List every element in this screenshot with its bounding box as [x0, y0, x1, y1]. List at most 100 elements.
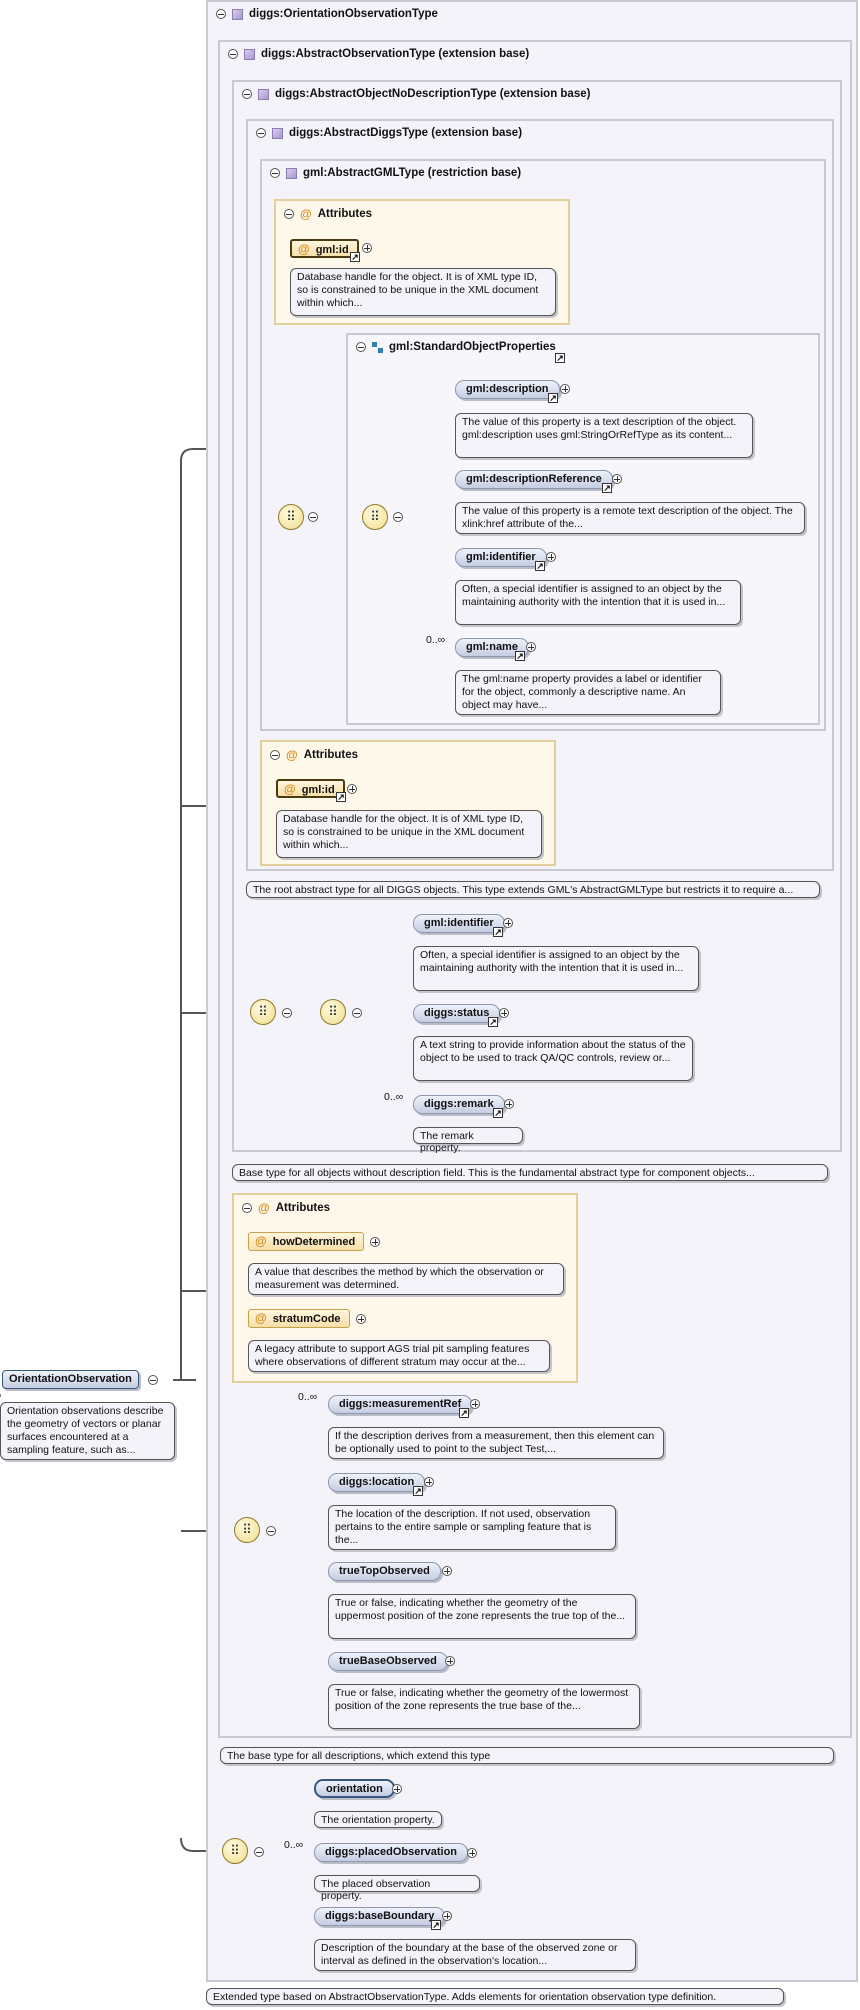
element-diggs-location[interactable]: diggs:location	[328, 1473, 426, 1492]
complex-type-icon	[272, 127, 283, 139]
element-diggs-base-boundary[interactable]: diggs:baseBoundary	[314, 1907, 446, 1926]
plus-icon[interactable]	[442, 1911, 452, 1921]
element-diggs-placed-observation[interactable]: diggs:placedObservation	[314, 1843, 469, 1862]
collapse-icon[interactable]	[352, 1008, 362, 1018]
collapse-icon[interactable]	[270, 168, 280, 178]
element-diggs-measurement-ref[interactable]: diggs:measurementRef	[328, 1395, 473, 1414]
element-gml-description[interactable]: gml:description	[455, 380, 560, 399]
complex-type-icon	[258, 88, 269, 100]
link-arrow-icon[interactable]: ↗	[493, 1108, 503, 1118]
cardinality-label: 0..∞	[298, 1391, 318, 1403]
link-arrow-icon[interactable]: ↗	[535, 561, 545, 571]
at-icon: @	[255, 1234, 267, 1248]
complex-type-icon	[232, 8, 243, 20]
complex-type-icon	[244, 48, 255, 60]
element-diggs-remark[interactable]: diggs:remark	[413, 1095, 505, 1114]
plus-icon[interactable]	[347, 784, 357, 794]
link-arrow-icon[interactable]: ↗	[413, 1486, 423, 1496]
element-doc: Often, a special identifier is assigned …	[455, 580, 741, 625]
element-doc: Description of the boundary at the base …	[314, 1939, 636, 1971]
plus-icon[interactable]	[612, 474, 622, 484]
plus-icon[interactable]	[356, 1314, 366, 1324]
plus-icon[interactable]	[392, 1784, 402, 1794]
collapse-icon[interactable]	[284, 209, 294, 219]
plus-icon[interactable]	[470, 1399, 480, 1409]
attribute-name: gml:id	[301, 784, 335, 796]
link-arrow-icon[interactable]: ↗	[515, 651, 525, 661]
plus-icon[interactable]	[467, 1848, 477, 1858]
attribute-doc: A legacy attribute to support AGS trial …	[248, 1340, 550, 1372]
element-gml-identifier[interactable]: gml:identifier	[455, 548, 547, 567]
link-arrow-icon[interactable]: ↗	[488, 1017, 498, 1027]
collapse-icon[interactable]	[266, 1526, 276, 1536]
attributes-label: Attributes	[275, 1202, 331, 1214]
type-annotation: Base type for all objects without descri…	[232, 1164, 828, 1181]
link-arrow-icon[interactable]: ↗	[431, 1920, 441, 1930]
collapse-icon[interactable]	[216, 9, 226, 19]
attribute-name: howDetermined	[272, 1236, 356, 1248]
element-gml-name[interactable]: gml:name	[455, 638, 529, 657]
type-annotation: The root abstract type for all DIGGS obj…	[246, 881, 820, 898]
sequence-icon[interactable]: ⠿	[222, 1838, 248, 1864]
plus-icon[interactable]	[370, 1237, 380, 1247]
attribute-how-determined[interactable]: @ howDetermined	[248, 1232, 365, 1251]
collapse-icon[interactable]	[242, 89, 252, 99]
root-element-orientation-observation[interactable]: OrientationObservation	[2, 1370, 139, 1389]
collapse-icon[interactable]	[228, 49, 238, 59]
plus-icon[interactable]	[526, 642, 536, 652]
sequence-icon[interactable]: ⠿	[362, 504, 388, 530]
collapse-icon[interactable]	[256, 128, 266, 138]
link-arrow-icon[interactable]: ↗	[493, 927, 503, 937]
element-gml-description-reference[interactable]: gml:descriptionReference	[455, 470, 613, 489]
element-doc: The placed observation property.	[314, 1875, 480, 1902]
attribute-stratum-code[interactable]: @stratumCode	[248, 1309, 350, 1328]
sequence-icon[interactable]: ⠿	[250, 999, 276, 1025]
at-icon: @	[258, 1201, 270, 1215]
attribute-doc: Database handle for the object. It is of…	[290, 268, 556, 316]
element-true-base-observed[interactable]: trueBaseObserved	[328, 1652, 448, 1671]
plus-icon[interactable]	[503, 918, 513, 928]
link-arrow-icon[interactable]: ↗	[336, 792, 346, 802]
attribute-gml-id[interactable]: @gml:id	[290, 239, 359, 258]
group-icon	[372, 341, 383, 353]
attribute-doc: Database handle for the object. It is of…	[276, 810, 542, 858]
sequence-icon[interactable]: ⠿	[278, 504, 304, 530]
collapse-icon[interactable]	[282, 1008, 292, 1018]
collapse-icon[interactable]	[270, 750, 280, 760]
collapse-icon[interactable]	[356, 342, 366, 352]
element-doc: The value of this property is a remote t…	[455, 502, 805, 534]
plus-icon[interactable]	[424, 1477, 434, 1487]
plus-icon[interactable]	[442, 1566, 452, 1576]
link-arrow-icon[interactable]: ↗	[555, 353, 565, 363]
element-doc: True or false, indicating whether the ge…	[328, 1594, 636, 1639]
link-arrow-icon[interactable]: ↗	[350, 252, 360, 262]
collapse-icon[interactable]	[254, 1847, 264, 1857]
element-doc: The gml:name property provides a label o…	[455, 670, 721, 715]
collapse-icon[interactable]	[393, 512, 403, 522]
collapse-icon[interactable]	[242, 1203, 252, 1213]
at-icon: @	[300, 207, 312, 221]
plus-icon[interactable]	[499, 1008, 509, 1018]
sequence-icon[interactable]: ⠿	[234, 1517, 260, 1543]
collapse-icon[interactable]	[148, 1375, 158, 1385]
link-arrow-icon[interactable]: ↗	[548, 393, 558, 403]
element-doc: True or false, indicating whether the ge…	[328, 1684, 640, 1729]
link-arrow-icon[interactable]: ↗	[459, 1408, 469, 1418]
plus-icon[interactable]	[445, 1656, 455, 1666]
plus-icon[interactable]	[362, 243, 372, 253]
cardinality-label: 0..∞	[426, 634, 446, 646]
element-orientation[interactable]: orientation	[314, 1779, 395, 1798]
sequence-icon[interactable]: ⠿	[320, 999, 346, 1025]
collapse-icon[interactable]	[308, 512, 318, 522]
attribute-gml-id[interactable]: @gml:id	[276, 779, 345, 798]
type-name: diggs:AbstractObservationType (extension…	[261, 48, 530, 60]
plus-icon[interactable]	[504, 1099, 514, 1109]
element-diggs-status[interactable]: diggs:status	[413, 1004, 501, 1023]
link-arrow-icon[interactable]: ↗	[602, 483, 612, 493]
root-element-doc: Orientation observations describe the ge…	[0, 1402, 175, 1460]
plus-icon[interactable]	[546, 552, 556, 562]
element-true-top-observed[interactable]: trueTopObserved	[328, 1562, 441, 1581]
plus-icon[interactable]	[560, 384, 570, 394]
type-name: gml:AbstractGMLType (restriction base)	[303, 167, 522, 179]
element-gml-identifier[interactable]: gml:identifier	[413, 914, 505, 933]
